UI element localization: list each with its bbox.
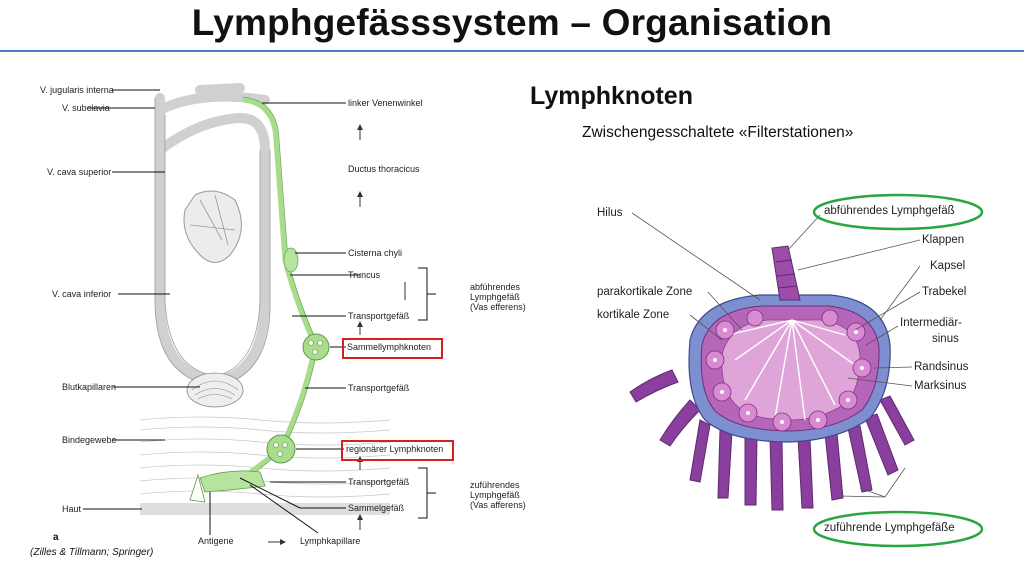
bracket-label-afferens: zuführendes Lymphgefäß (Vas afferens) (470, 480, 526, 510)
label-v-subclavia: V. subclavia (62, 103, 110, 113)
label-sammelgefaess: Sammelgefäß (348, 503, 405, 513)
label-regionaerer-lymphknoten: regionärer Lymphknoten (346, 444, 444, 454)
label-intermediaer-2: sinus (932, 333, 959, 345)
efferens-line-2: Lymphgefäß (470, 292, 520, 302)
efferens-line-3: (Vas efferens) (470, 302, 526, 312)
highlight-sammellymphknoten (342, 338, 443, 359)
figure-letter: a (53, 532, 59, 543)
image-credit: (Zilles & Tillmann; Springer) (30, 547, 154, 558)
label-transportgefaess-3: Transportgefäß (348, 477, 410, 487)
label-randsinus: Randsinus (914, 361, 969, 373)
label-intermediaer-1: Intermediär- (900, 317, 962, 329)
title-underline (0, 50, 1024, 52)
highlight-regionaerer-lymphknoten (341, 440, 454, 461)
label-bindegewebe: Bindegewebe (62, 435, 117, 445)
label-klappen: Klappen (922, 234, 965, 246)
label-antigene: Antigene (198, 536, 234, 546)
label-parakortikale-zone: parakortikale Zone (597, 286, 693, 298)
label-kapsel: Kapsel (930, 260, 966, 272)
label-v-jugularis: V. jugularis interna (40, 85, 114, 95)
page-title: Lymphgefässsystem – Organisation (191, 2, 833, 43)
label-zufuehrende-lymphgefaesse: zuführende Lymphgefäße (824, 522, 955, 534)
efferens-line-1: abführendes (470, 282, 521, 292)
afferens-line-2: Lymphgefäß (470, 490, 520, 500)
label-trabekel: Trabekel (922, 286, 967, 298)
label-blutkapillaren: Blutkapillaren (62, 382, 117, 392)
label-sammellymphknoten: Sammellymphknoten (347, 342, 432, 352)
label-haut: Haut (62, 504, 82, 514)
label-hilus: Hilus (597, 207, 623, 219)
lymphknoten-subheading: Zwischengesschaltete «Filterstationen» (582, 124, 854, 141)
label-v-cava-inferior: V. cava inferior (52, 289, 112, 299)
label-transportgefaess-2: Transportgefäß (348, 383, 410, 393)
lymphknoten-heading: Lymphknoten (530, 82, 693, 110)
label-v-cava-superior: V. cava superior (47, 167, 112, 177)
label-cisterna-chyli: Cisterna chyli (348, 248, 403, 258)
afferens-line-1: zuführendes (470, 480, 520, 490)
label-lymphkapillare: Lymphkapillare (300, 536, 361, 546)
label-truncus: Truncus (348, 270, 381, 280)
afferens-line-3: (Vas afferens) (470, 500, 526, 510)
label-kortikale-zone: kortikale Zone (597, 309, 670, 321)
label-marksinus: Marksinus (914, 380, 967, 392)
bracket-label-efferens: abführendes Lymphgefäß (Vas efferens) (470, 282, 526, 312)
label-ductus-thoracicus: Ductus thoracicus (348, 164, 420, 174)
label-venenwinkel: linker Venenwinkel (348, 98, 423, 108)
label-transportgefaess-1: Transportgefäß (348, 311, 410, 321)
label-abfuehrendes-lymphgefaess: abführendes Lymphgefäß (824, 205, 955, 217)
